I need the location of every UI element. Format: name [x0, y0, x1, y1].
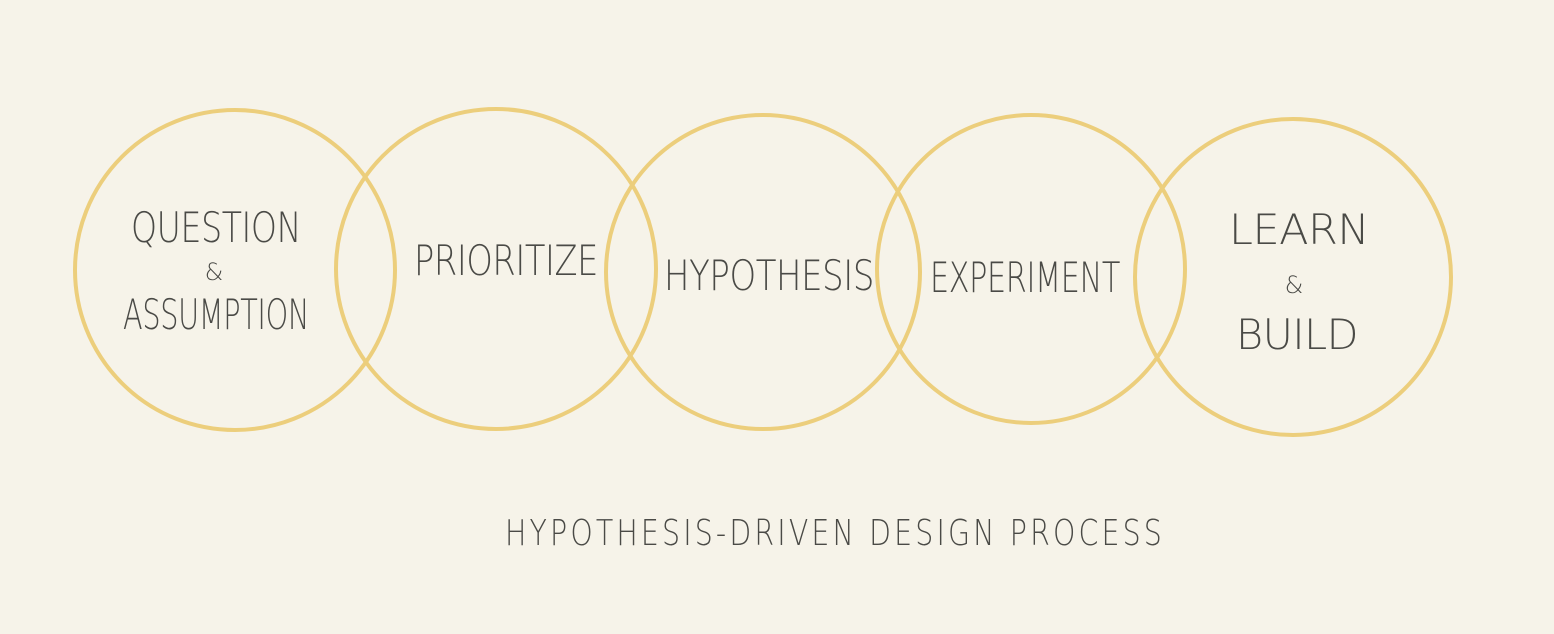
step-1-line-2: & [205, 258, 224, 286]
step-2-line-1: PRIORITIZE [414, 236, 598, 285]
step-circles [73, 107, 1453, 437]
step-label-hypothesis: HYPOTHESIS [664, 251, 875, 300]
step-circle-question-assumption [73, 108, 397, 432]
step-4-line-1: EXPERIMENT [930, 253, 1120, 302]
step-circle-experiment [875, 113, 1187, 425]
step-3-line-1: HYPOTHESIS [664, 251, 874, 300]
step-5-line-1: LEARN [1229, 205, 1369, 254]
step-label-experiment: EXPERIMENT [930, 253, 1121, 302]
step-5-line-2: & [1285, 271, 1304, 299]
step-label-prioritize: PRIORITIZE [414, 236, 599, 285]
step-5-line-3: BUILD [1236, 310, 1358, 359]
step-circle-learn-build [1133, 117, 1453, 437]
step-1-line-1: QUESTION [131, 203, 301, 252]
step-circle-prioritize [334, 107, 658, 431]
step-circle-hypothesis [604, 113, 922, 431]
step-1-line-3: ASSUMPTION [123, 290, 309, 339]
step-label-learn-build: LEARN & BUILD [1229, 205, 1370, 359]
diagram-caption: HYPOTHESIS-DRIVEN DESIGN PROCESS [505, 513, 1165, 554]
step-label-question-assumption: QUESTION & ASSUMPTION [123, 203, 310, 339]
